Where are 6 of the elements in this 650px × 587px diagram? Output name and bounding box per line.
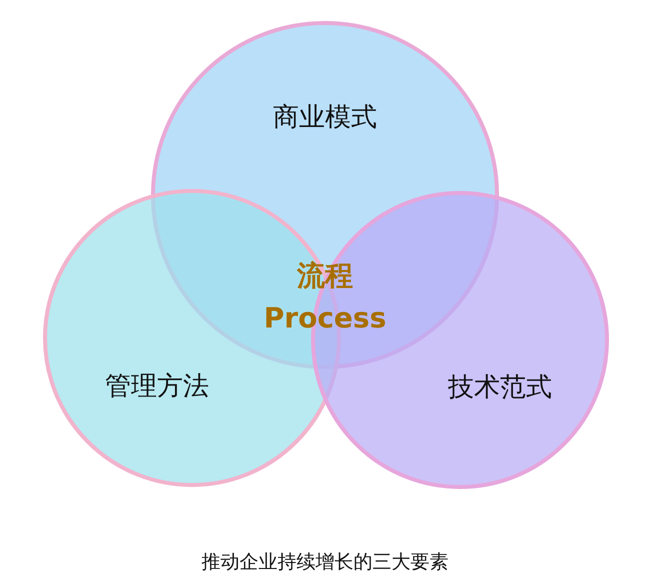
caption: 推动企业持续增长的三大要素 [202, 550, 448, 575]
circle-label: 管理方法 [105, 370, 209, 404]
center-label: 流程 [297, 258, 353, 294]
center-label: Process [264, 302, 386, 334]
circle-label: 技术范式 [448, 372, 552, 404]
circle-label: 商业模式 [273, 102, 377, 134]
